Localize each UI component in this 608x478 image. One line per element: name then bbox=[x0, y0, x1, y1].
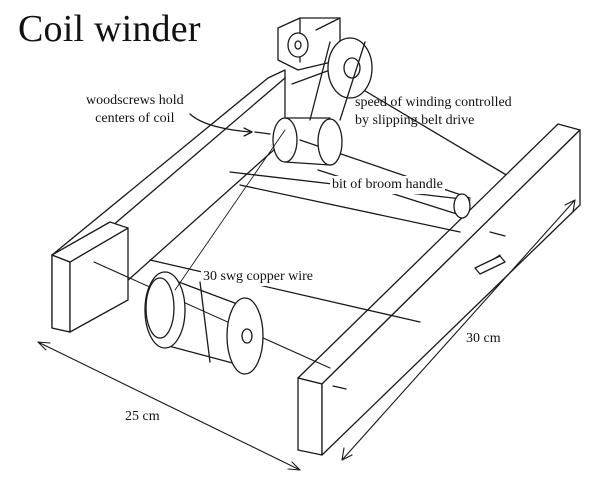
woodscrews-label-line2: centers of coil bbox=[95, 111, 175, 126]
speed-label-line2: by slipping belt drive bbox=[355, 113, 475, 128]
broom-handle-label: bit of broom handle bbox=[330, 176, 445, 194]
motor-assembly bbox=[277, 17, 373, 121]
speed-label: speed of winding controlled by slipping … bbox=[355, 94, 512, 130]
slot bbox=[474, 255, 506, 275]
width-dimension-label: 25 cm bbox=[125, 409, 160, 424]
left-end-block bbox=[51, 221, 129, 333]
wire-spool bbox=[144, 271, 264, 375]
copper-wire-label: 30 swg copper wire bbox=[201, 268, 316, 286]
dim-30cm bbox=[341, 199, 576, 461]
woodscrews-label-line1: woodscrews hold bbox=[86, 93, 184, 108]
woodscrews-label: woodscrews hold centers of coil bbox=[86, 92, 184, 128]
wire-thread bbox=[174, 129, 286, 291]
woodscrews-pointer bbox=[189, 113, 251, 133]
dim-25cm bbox=[37, 341, 301, 471]
right-end-block bbox=[297, 123, 581, 456]
upper-cylinder bbox=[254, 117, 343, 166]
depth-dimension-label: 30 cm bbox=[466, 331, 501, 346]
speed-label-line1: speed of winding controlled bbox=[355, 95, 512, 110]
diagram-title: Coil winder bbox=[18, 8, 201, 50]
